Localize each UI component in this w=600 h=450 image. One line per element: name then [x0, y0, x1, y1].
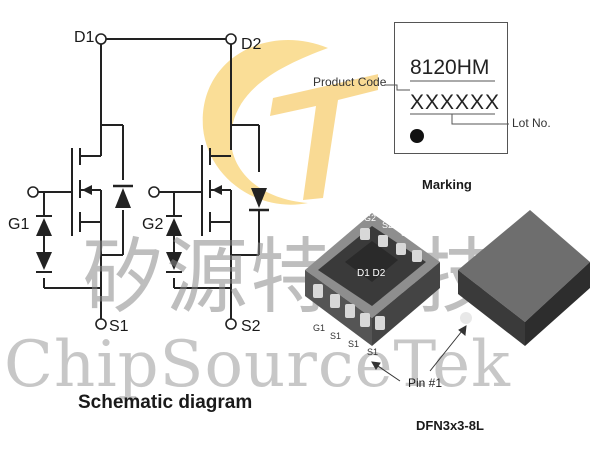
pkg-bottom-pin-4: S1: [367, 347, 379, 357]
package-caption: DFN3x3-8L: [416, 418, 484, 433]
package-top-view: [305, 213, 440, 346]
marking-pin1-dot: [410, 129, 424, 143]
marking-product-code: 8120HM: [410, 56, 490, 79]
schematic-caption: Schematic diagram: [78, 392, 253, 413]
pkg-bottom-pin-2: S1: [330, 331, 342, 341]
marking-lot-code: XXXXXX: [410, 91, 501, 114]
lot-no-label: Lot No.: [512, 116, 551, 130]
pkg-top-pin-2: S2: [382, 220, 394, 230]
pkg-bottom-pin-1: G1: [313, 323, 326, 333]
marking-caption: Marking: [422, 177, 472, 192]
pkg-die-label: D1 D2: [357, 268, 386, 279]
watermark-english: ChipSourceTek: [4, 328, 511, 402]
logo-swoosh-icon: [202, 39, 378, 205]
pin-label-g1: G1: [8, 216, 30, 233]
product-code-label: Product Code: [313, 75, 387, 89]
pkg-top-pin-3: S2: [401, 228, 413, 238]
pin-label-s1: S1: [109, 318, 129, 335]
pin-label-g2: G2: [142, 216, 164, 233]
pin-label-d1: D1: [74, 29, 95, 46]
pin-label-d2: D2: [241, 36, 262, 53]
pkg-top-pin-4: S2: [419, 238, 431, 248]
pin1-dot: [460, 312, 472, 324]
pin1-label: Pin #1: [408, 376, 443, 390]
pkg-top-pin-1: G2: [364, 213, 377, 223]
marking-box: [394, 22, 508, 154]
pkg-bottom-pin-3: S1: [348, 339, 360, 349]
pin-label-s2: S2: [241, 318, 261, 335]
package-bottom-view: [458, 210, 590, 346]
